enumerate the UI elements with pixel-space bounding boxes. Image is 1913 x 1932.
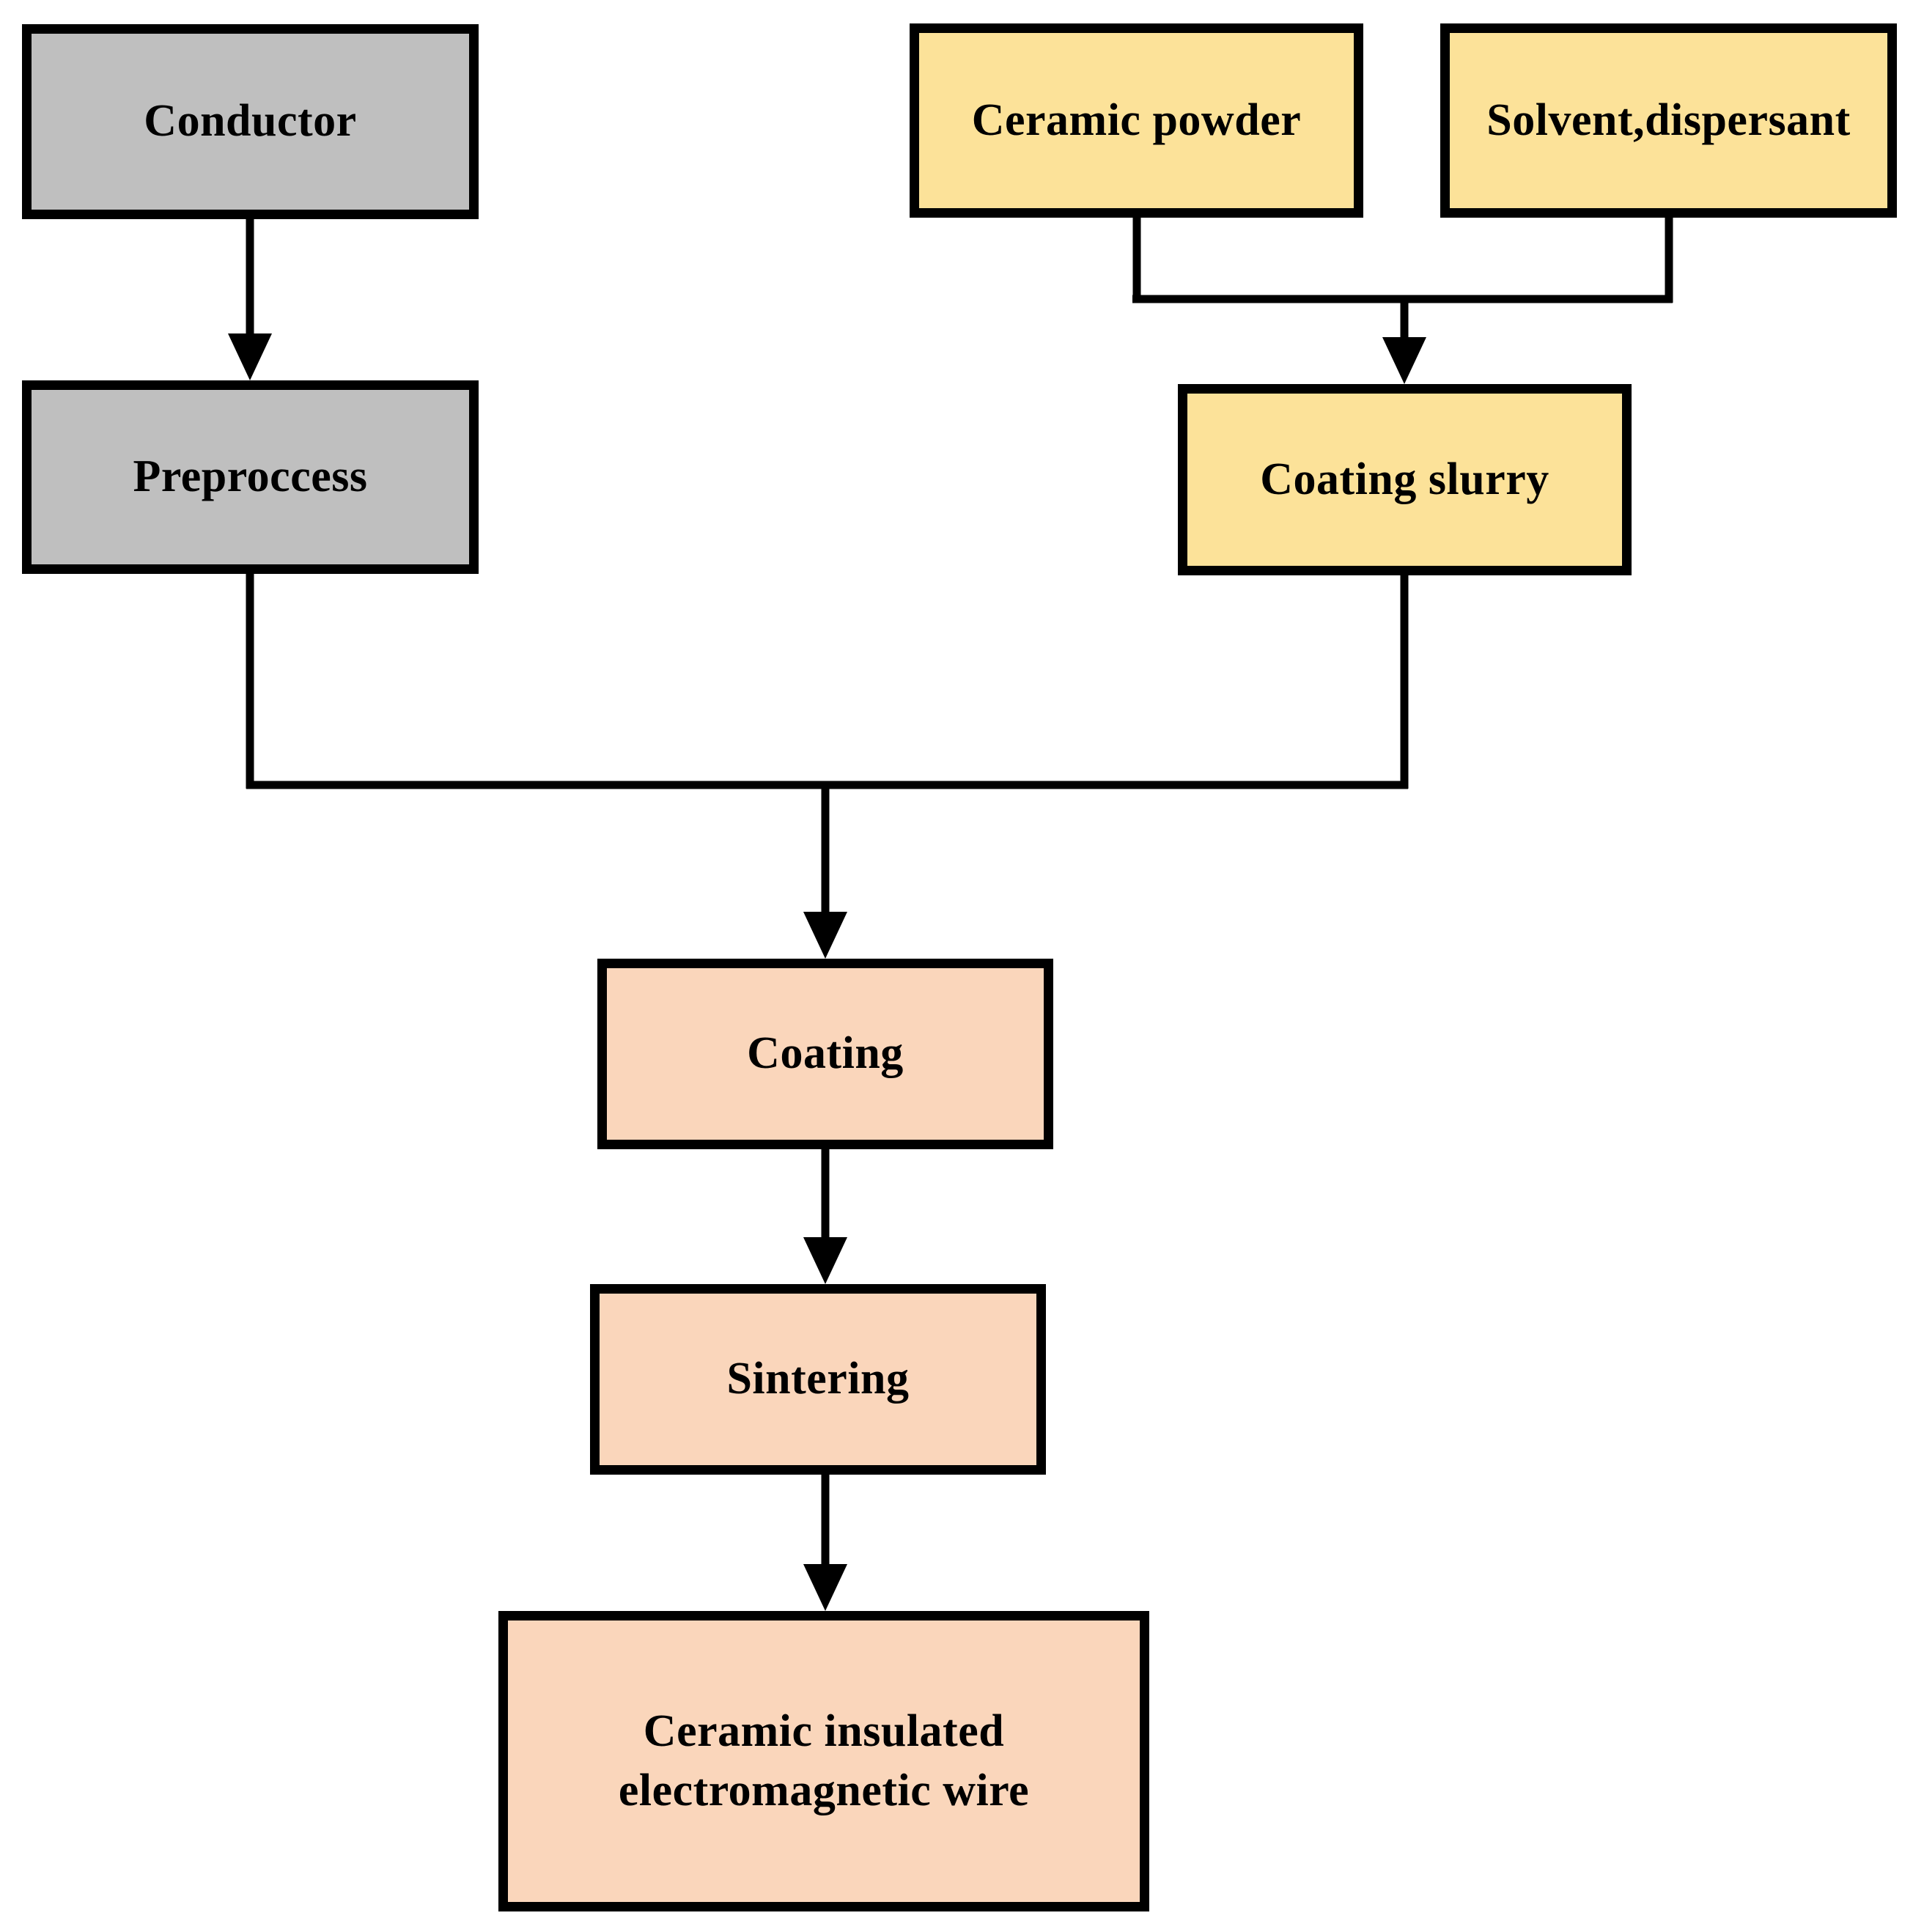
node-ceramic-powder[interactable]: Ceramic powder <box>910 23 1363 218</box>
node-sintering[interactable]: Sintering <box>590 1284 1046 1475</box>
edge-ceramic-powder-to-slurry-junction <box>1132 218 1673 303</box>
edge-slurry-junction-to-coating-slurry <box>1382 299 1426 384</box>
node-coating[interactable]: Coating <box>597 959 1053 1149</box>
edge-sintering-to-wire <box>803 1475 847 1611</box>
node-solvent-dispersant[interactable]: Solvent,dispersant <box>1440 23 1897 218</box>
edge-conductor-to-preproccess <box>228 219 272 380</box>
node-solvent-dispersant-label: Solvent,dispersant <box>1486 95 1851 145</box>
node-preproccess-label: Preproccess <box>133 451 368 502</box>
edge-preproccess-to-merge-junction <box>246 574 1408 789</box>
node-coating-slurry[interactable]: Coating slurry <box>1178 384 1632 575</box>
node-preproccess[interactable]: Preproccess <box>22 380 479 574</box>
node-ceramic-insulated-wire[interactable]: Ceramic insulated electromagnetic wire <box>498 1611 1149 1911</box>
node-ceramic-insulated-wire-label: Ceramic insulated electromagnetic wire <box>618 1706 1030 1815</box>
edge-coating-to-sintering <box>803 1149 847 1284</box>
node-sintering-label: Sintering <box>726 1354 910 1404</box>
node-coating-slurry-label: Coating slurry <box>1260 454 1549 504</box>
node-conductor-label: Conductor <box>144 96 357 147</box>
edge-merge-junction-to-coating <box>803 785 847 959</box>
node-coating-label: Coating <box>747 1028 904 1079</box>
node-conductor[interactable]: Conductor <box>22 24 479 219</box>
node-ceramic-powder-label: Ceramic powder <box>971 95 1302 145</box>
